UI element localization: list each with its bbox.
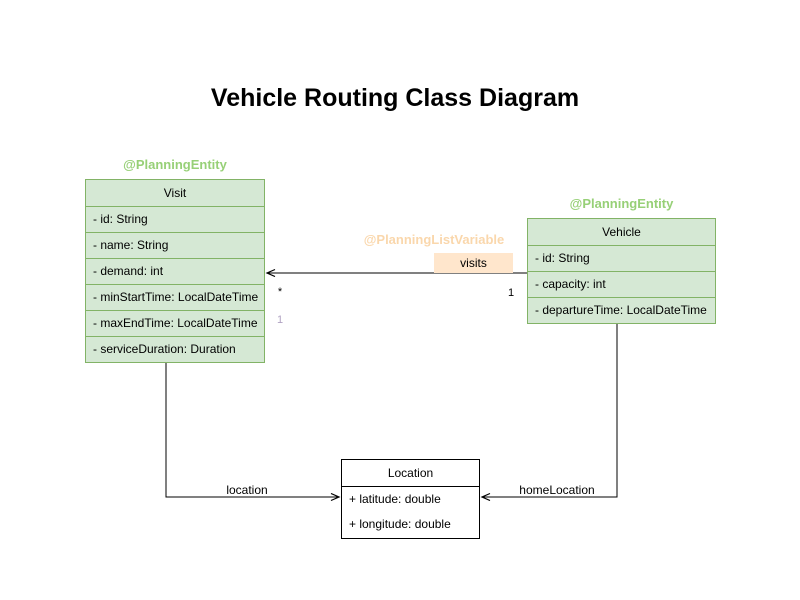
annotation-planning-entity-visit: @PlanningEntity	[123, 157, 227, 172]
class-visit[interactable]: Visit - id: String - name: String - dema…	[85, 179, 265, 363]
multiplicity-visits-one: 1	[507, 287, 515, 299]
class-visit-attr-id: - id: String	[86, 206, 264, 232]
class-visit-attr-demand: - demand: int	[86, 258, 264, 284]
annotation-planning-entity-vehicle: @PlanningEntity	[569, 196, 674, 211]
class-location[interactable]: Location + latitude: double + longitude:…	[341, 459, 480, 539]
class-visit-attr-name: - name: String	[86, 232, 264, 258]
edge-vehicle-homelocation[interactable]	[482, 322, 618, 497]
class-location-name: Location	[387, 466, 434, 480]
class-visit-attr-minstarttime: - minStartTime: LocalDateTime	[86, 284, 264, 310]
diagram-title: Vehicle Routing Class Diagram	[210, 84, 580, 112]
class-vehicle[interactable]: Vehicle - id: String - capacity: int - d…	[527, 218, 716, 324]
class-vehicle-attr-id: - id: String	[528, 245, 715, 271]
multiplicity-visits-star: *	[277, 286, 283, 298]
class-location-attr-longitude: + longitude: double	[349, 517, 451, 531]
class-vehicle-attr-departuretime: - departureTime: LocalDateTime	[528, 297, 715, 323]
class-visit-attr-maxendtime: - maxEndTime: LocalDateTime	[86, 310, 264, 336]
edge-label-homelocation[interactable]: homeLocation	[519, 483, 595, 497]
class-location-attr-latitude: + latitude: double	[342, 486, 479, 512]
class-visit-name: Visit	[163, 186, 187, 200]
edge-visit-location[interactable]	[165, 362, 339, 497]
annotation-planning-list-variable: @PlanningListVariable	[363, 232, 505, 247]
class-vehicle-name: Vehicle	[602, 225, 641, 239]
multiplicity-extra-marker: 1	[276, 314, 284, 326]
edge-label-visits[interactable]: visits	[434, 253, 513, 273]
class-vehicle-attr-capacity: - capacity: int	[528, 271, 715, 297]
edge-label-location[interactable]: location	[226, 483, 268, 497]
class-visit-attr-serviceduration: - serviceDuration: Duration	[86, 336, 264, 362]
